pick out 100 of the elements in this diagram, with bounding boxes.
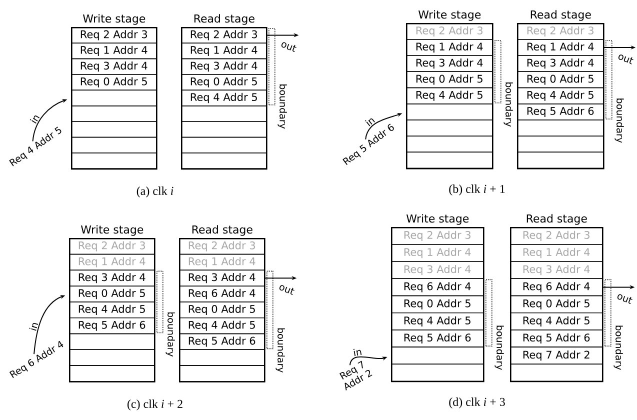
empty-slot bbox=[406, 120, 493, 136]
caption: (c) clk i + 2 bbox=[128, 400, 182, 410]
empty-slot bbox=[510, 364, 603, 382]
queue-entry: Req 1 Addr 4 bbox=[179, 254, 265, 270]
queue-entry: Req 1 Addr 4 bbox=[510, 244, 603, 262]
queue-entry: Req 0 Addr 5 bbox=[69, 286, 155, 302]
queue-entry: Req 0 Addr 5 bbox=[406, 71, 493, 88]
empty-slot bbox=[406, 136, 493, 152]
empty-slot bbox=[181, 106, 267, 122]
queue-entry: Req 0 Addr 5 bbox=[510, 295, 603, 314]
queue-entry: Req 3 Addr 4 bbox=[406, 55, 493, 72]
queue-entry: Req 2 Addr 3 bbox=[181, 27, 267, 44]
empty-slot bbox=[406, 152, 493, 169]
node-label: Write stage bbox=[80, 225, 144, 236]
queue-entry: Req 3 Addr 4 bbox=[179, 270, 265, 286]
queue-entry: Req 1 Addr 4 bbox=[71, 42, 157, 60]
empty-slot bbox=[517, 136, 604, 152]
node-label: Read stage bbox=[194, 14, 254, 25]
empty-slot bbox=[517, 120, 604, 136]
node-label: Write stage bbox=[82, 14, 146, 25]
queue-entry: Req 4 Addr 5 bbox=[179, 317, 265, 334]
queue-entry: Req 2 Addr 3 bbox=[517, 23, 604, 40]
queue-entry: Req 2 Addr 3 bbox=[406, 23, 493, 40]
edge-label: in bbox=[29, 322, 38, 331]
empty-slot bbox=[71, 90, 157, 106]
queue-entry: Req 4 Addr 5 bbox=[406, 87, 493, 104]
queue-entry: Req 5 Addr 6 bbox=[179, 333, 265, 350]
empty-slot bbox=[181, 136, 267, 154]
queue-entry: Req 2 Addr 3 bbox=[391, 226, 484, 245]
edge-label: out bbox=[279, 285, 294, 295]
empty-slot bbox=[69, 365, 155, 382]
empty-slot bbox=[406, 104, 493, 120]
queue-entry: Req 0 Addr 5 bbox=[181, 74, 267, 90]
queue-entry: Req 4 Addr 5 bbox=[391, 312, 484, 330]
queue-entry: Req 0 Addr 5 bbox=[517, 71, 604, 88]
queue-entry: Req 2 Addr 3 bbox=[69, 238, 155, 255]
queue-entry: Req 2 Addr 3 bbox=[510, 226, 603, 245]
node-label: boundary bbox=[278, 84, 287, 129]
node-label: Write stage bbox=[406, 214, 469, 225]
queue-entry: Req 3 Addr 4 bbox=[69, 270, 155, 286]
queue-entry: Req 4 Addr 5 bbox=[69, 302, 155, 318]
edge-label: in bbox=[353, 348, 362, 356]
queue-entry: Req 3 Addr 4 bbox=[510, 261, 603, 279]
node-label: boundary bbox=[166, 312, 175, 357]
queue-entry: Req 5 Addr 6 bbox=[391, 330, 484, 348]
empty-slot bbox=[69, 333, 155, 350]
queue-entry: Req 5 Addr 6 bbox=[510, 330, 603, 348]
empty-slot bbox=[69, 349, 155, 366]
empty-slot bbox=[181, 152, 267, 169]
queue-entry: Req 7 Addr 2 bbox=[510, 346, 603, 364]
incoming-request: Req 7 Addr 2 bbox=[339, 360, 372, 391]
node-label: Write stage bbox=[418, 10, 481, 21]
queue-entry: Req 4 Addr 5 bbox=[517, 87, 604, 104]
empty-slot bbox=[71, 136, 157, 154]
caption: (d) clk i + 3 bbox=[449, 398, 505, 408]
node-label: boundary bbox=[276, 328, 285, 372]
empty-slot bbox=[179, 365, 265, 382]
queue-entry: Req 3 Addr 4 bbox=[517, 55, 604, 72]
node-label: boundary bbox=[614, 98, 624, 143]
queue-entry: Req 4 Addr 5 bbox=[510, 312, 603, 330]
caption: (b) clk i + 1 bbox=[449, 184, 505, 196]
boundary-bracket: boundary bbox=[156, 270, 175, 357]
empty-slot bbox=[181, 121, 267, 138]
queue-entry: Req 1 Addr 4 bbox=[391, 244, 484, 262]
edge-label: out bbox=[281, 42, 296, 52]
queue-entry: Req 5 Addr 6 bbox=[517, 104, 604, 120]
edge-label: in bbox=[365, 118, 375, 126]
empty-slot bbox=[71, 152, 157, 169]
queue-entry: Req 1 Addr 4 bbox=[69, 254, 155, 270]
queue-entry: Req 0 Addr 5 bbox=[71, 74, 157, 90]
queue-entry: Req 2 Addr 3 bbox=[71, 27, 157, 44]
queue-entry: Req 6 Addr 4 bbox=[510, 278, 603, 296]
node-label: boundary bbox=[614, 326, 623, 370]
edge-label: out bbox=[618, 54, 634, 64]
queue-entry: Req 3 Addr 4 bbox=[71, 58, 157, 75]
empty-slot bbox=[391, 346, 484, 364]
node-label: Read stage bbox=[192, 225, 252, 236]
queue-entry: Req 5 Addr 6 bbox=[69, 317, 155, 334]
empty-slot bbox=[391, 364, 484, 382]
queue-entry: Req 6 Addr 4 bbox=[391, 278, 484, 296]
queue-entry: Req 4 Addr 5 bbox=[181, 90, 267, 106]
queue-entry: Req 0 Addr 5 bbox=[391, 295, 484, 314]
empty-slot bbox=[517, 152, 604, 169]
queue-entry: Req 1 Addr 4 bbox=[517, 39, 604, 56]
node-label: boundary bbox=[494, 326, 504, 370]
caption: (a) clk i bbox=[136, 186, 174, 198]
node-label: Read stage bbox=[526, 214, 587, 225]
node-label: boundary bbox=[504, 82, 513, 127]
empty-slot bbox=[179, 349, 265, 366]
empty-slot bbox=[71, 106, 157, 122]
edge-label: in bbox=[30, 116, 40, 124]
boundary-bracket: boundary bbox=[494, 40, 513, 127]
edge-label: out bbox=[617, 294, 632, 304]
queue-entry: Req 2 Addr 3 bbox=[179, 238, 265, 255]
queue-entry: Req 3 Addr 4 bbox=[391, 261, 484, 279]
queue-entry: Req 1 Addr 4 bbox=[406, 39, 493, 56]
boundary-bracket: boundary bbox=[486, 279, 504, 370]
queue-entry: Req 1 Addr 4 bbox=[181, 42, 267, 60]
node-label: Read stage bbox=[530, 10, 591, 21]
queue-entry: Req 3 Addr 4 bbox=[181, 58, 267, 75]
